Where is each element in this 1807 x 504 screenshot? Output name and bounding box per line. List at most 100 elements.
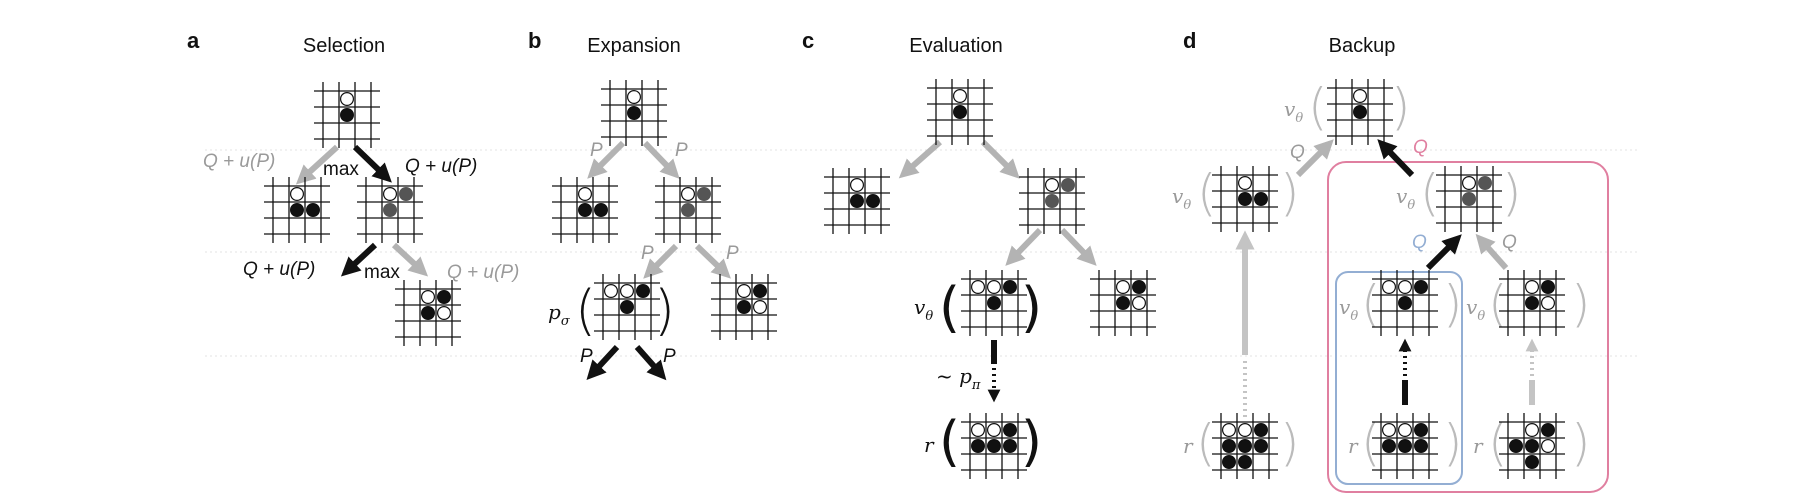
white-stone xyxy=(1540,296,1555,311)
black-stone xyxy=(626,105,641,120)
white-stone xyxy=(1115,280,1130,295)
label-v-theta-eval: vθ xyxy=(914,295,933,324)
edge-label-p-4: P xyxy=(726,243,739,264)
black-stone xyxy=(1397,296,1412,311)
arrow-backup-q-blue xyxy=(1425,234,1462,271)
black-stone xyxy=(1131,280,1146,295)
white-stone xyxy=(849,178,864,193)
go-board-bk-left xyxy=(1212,166,1278,232)
arrow-exp-p-4 xyxy=(694,243,731,279)
edge-label-qup-3: Q + u(P) xyxy=(243,259,315,280)
arrow-exp-p-2 xyxy=(642,140,680,179)
black-stone xyxy=(306,203,321,218)
edge-labels: Q + u(P) max Q + u(P) Q + u(P) max Q + u… xyxy=(203,137,1517,367)
label-r-backup-right: r xyxy=(1473,434,1484,458)
black-stone xyxy=(1524,296,1539,311)
edge-label-q-pink: Q xyxy=(1413,137,1428,158)
arrow-sel-grey-2 xyxy=(391,242,429,277)
arrow-sel-grey-1 xyxy=(295,144,340,185)
black-stone xyxy=(1540,423,1555,438)
backup-leaf-box-blue xyxy=(1335,271,1463,485)
black-stone xyxy=(1002,439,1017,454)
paren-open-r-bk-right: ( xyxy=(1488,414,1508,472)
grey-stone xyxy=(383,203,398,218)
panel-letter-a: a xyxy=(187,28,200,53)
white-stone xyxy=(1237,176,1252,191)
white-stone xyxy=(1352,88,1367,103)
go-board-sel-left xyxy=(264,177,330,243)
paren-open-bk-right: ( xyxy=(1488,275,1508,333)
label-v-theta-backup-left: vθ xyxy=(1172,184,1191,213)
arrow-exp-p-1 xyxy=(587,140,626,179)
black-stone xyxy=(1253,439,1268,454)
grey-stone xyxy=(1461,192,1476,207)
black-stone xyxy=(1540,280,1555,295)
arrows xyxy=(295,139,1539,417)
go-board-exp-psigma xyxy=(594,274,660,340)
black-stone xyxy=(1413,280,1428,295)
paren-open-r-bk-left: ( xyxy=(1196,414,1216,472)
paren-open-vtheta: ( xyxy=(939,276,960,339)
paren-close-r-eval: ) xyxy=(1021,410,1042,473)
arrow-exp-black-1 xyxy=(586,344,620,381)
paren-close-bk-blue: ) xyxy=(1443,275,1463,333)
paren-close-bk-left: ) xyxy=(1280,164,1300,222)
paren-open-bk-left: ( xyxy=(1197,164,1217,222)
white-stone xyxy=(1131,296,1146,311)
edge-label-q-2: Q xyxy=(1502,232,1517,253)
white-stone xyxy=(1237,423,1252,438)
label-rollout-ppi: ~ pπ xyxy=(936,364,981,393)
edge-label-max-1: max xyxy=(323,159,359,180)
black-stone xyxy=(1524,439,1539,454)
go-board-bk-r-right xyxy=(1499,413,1565,479)
white-stone xyxy=(1540,439,1555,454)
panel-title-selection: Selection xyxy=(303,35,385,57)
go-board-eval-root xyxy=(927,79,993,145)
go-board-sel-right xyxy=(357,177,423,243)
black-stone xyxy=(1221,455,1236,470)
panel-title-expansion: Expansion xyxy=(587,35,680,57)
edge-label-qup-2: Q + u(P) xyxy=(405,156,477,177)
paren-close-r-bk-right: ) xyxy=(1571,414,1591,472)
white-stone xyxy=(437,306,452,321)
go-board-exp-right2 xyxy=(711,274,777,340)
go-boards xyxy=(264,79,1565,479)
white-stone xyxy=(603,284,618,299)
black-stone xyxy=(1237,439,1252,454)
arrow-eval-2 xyxy=(980,139,1020,179)
white-stone xyxy=(736,284,751,299)
black-stone xyxy=(1002,423,1017,438)
white-stone xyxy=(986,423,1001,438)
paren-close-bk-top: ) xyxy=(1391,78,1411,136)
edge-label-qup-4: Q + u(P) xyxy=(447,262,519,283)
label-r-eval: r xyxy=(924,433,935,457)
label-v-theta-backup-top: vθ xyxy=(1284,97,1303,126)
black-stone xyxy=(1237,455,1252,470)
panel-headers: a Selection b Expansion c Evaluation d B… xyxy=(187,28,1395,57)
black-stone xyxy=(1413,439,1428,454)
black-stone xyxy=(340,107,355,122)
go-board-eval-right2 xyxy=(1090,270,1156,336)
edge-label-p-6: P xyxy=(663,346,676,367)
paren-close-r-bk-blue: ) xyxy=(1443,414,1463,472)
black-stone xyxy=(593,203,608,218)
panel-title-backup: Backup xyxy=(1329,35,1396,57)
white-stone xyxy=(1221,423,1236,438)
black-stone xyxy=(421,306,436,321)
white-stone xyxy=(626,89,641,104)
white-stone xyxy=(1397,423,1412,438)
arrow-exp-black-2 xyxy=(634,345,667,381)
edge-label-q-blue: Q xyxy=(1412,232,1427,253)
grey-stone xyxy=(1477,176,1492,191)
arrow-eval-3 xyxy=(1005,227,1043,266)
white-stone xyxy=(619,284,634,299)
black-stone xyxy=(1253,423,1268,438)
label-p-sigma: pσ xyxy=(548,300,571,329)
black-stone xyxy=(1221,439,1236,454)
grey-stone xyxy=(1044,194,1059,209)
paren-open-r-bk-blue: ( xyxy=(1361,414,1381,472)
grey-stone xyxy=(680,203,695,218)
white-stone xyxy=(1461,176,1476,191)
black-stone xyxy=(1413,423,1428,438)
label-v-theta-backup-blue: vθ xyxy=(1339,295,1358,324)
